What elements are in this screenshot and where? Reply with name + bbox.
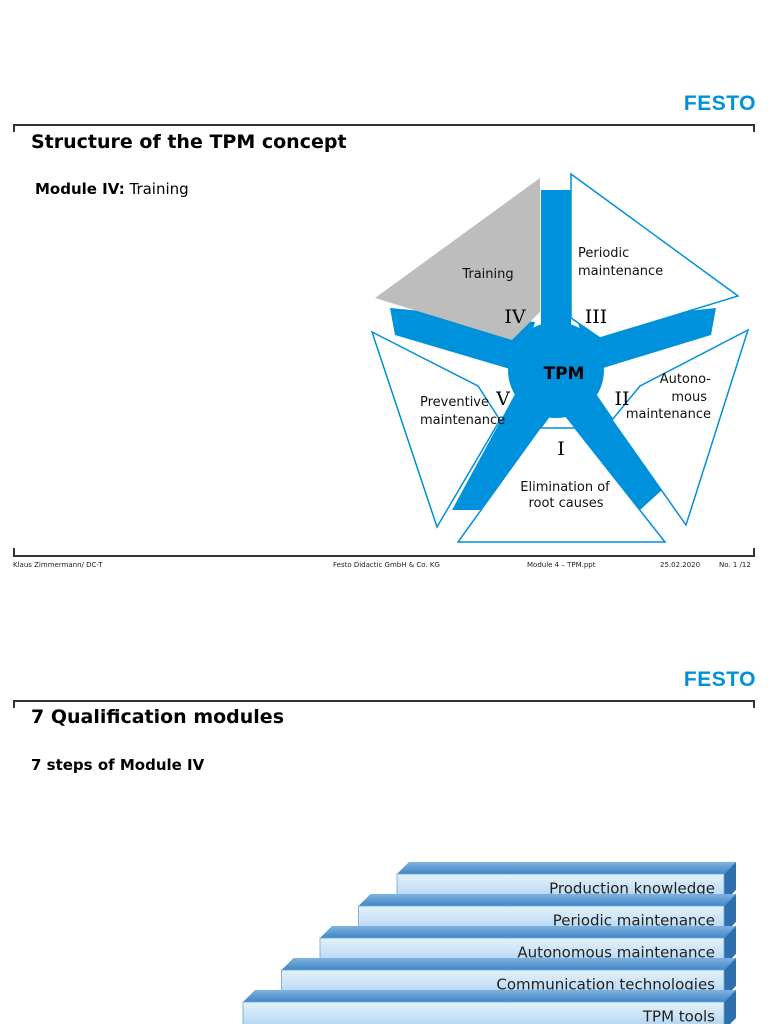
festo-logo: FESTO bbox=[683, 92, 756, 115]
step-bar-side bbox=[724, 926, 736, 966]
header-rule-tick-left bbox=[13, 700, 15, 708]
step-label: TPM tools bbox=[642, 1008, 715, 1024]
label-autonomous-3: maintenance bbox=[626, 407, 711, 422]
module-line: Module IV: Training bbox=[35, 180, 189, 198]
slide-title: Structure of the TPM concept bbox=[31, 131, 347, 153]
label-root-causes-1: Elimination of bbox=[520, 480, 610, 495]
tpm-center-label: TPM bbox=[544, 364, 585, 384]
step-bar-side bbox=[724, 894, 736, 934]
header-rule-tick-left bbox=[13, 124, 15, 132]
header-rule bbox=[13, 700, 755, 702]
step-bar-top bbox=[320, 926, 736, 938]
footer-company: Festo Didactic GmbH & Co. KG bbox=[333, 561, 440, 569]
header-rule-tick-right bbox=[753, 124, 755, 132]
segment-training bbox=[375, 178, 540, 340]
segment-periodic bbox=[570, 172, 740, 339]
numeral-i: I bbox=[557, 438, 565, 460]
label-root-causes-2: root causes bbox=[528, 496, 603, 511]
step-bar: TPM tools bbox=[242, 990, 736, 1024]
slide-structure: FESTO Structure of the TPM concept Modul… bbox=[13, 92, 756, 569]
step-bar-top bbox=[358, 894, 736, 906]
label-periodic-2: maintenance bbox=[578, 264, 663, 279]
footer-author: Klaus Zimmermann/ DC-T bbox=[13, 561, 103, 569]
module-value: Training bbox=[129, 180, 189, 198]
footer-rule-tick-left bbox=[13, 548, 15, 556]
festo-logo: FESTO bbox=[683, 668, 756, 691]
header-rule bbox=[13, 124, 755, 126]
step-bar-side bbox=[724, 862, 736, 902]
label-periodic-1: Periodic bbox=[578, 246, 629, 261]
step-label: Periodic maintenance bbox=[553, 912, 715, 930]
label-preventive-1: Preventive bbox=[420, 395, 489, 410]
module-label: Module IV: bbox=[35, 180, 125, 198]
tpm-diagram: TPM I II III IV V Elimination of root ca… bbox=[370, 172, 750, 543]
numeral-ii: II bbox=[614, 388, 629, 410]
step-label: Production knowledge bbox=[549, 880, 715, 898]
slide-subtitle: 7 steps of Module IV bbox=[31, 756, 205, 774]
segment-autonomous bbox=[611, 328, 750, 527]
footer-date: 25.02.2020 bbox=[660, 561, 701, 569]
numeral-iii: III bbox=[585, 306, 608, 328]
step-bar-top bbox=[397, 862, 736, 874]
segment-root-causes bbox=[456, 427, 667, 543]
header-rule-tick-right bbox=[753, 700, 755, 708]
footer-page: No. 1 /12 bbox=[719, 561, 751, 569]
label-training: Training bbox=[461, 267, 513, 282]
slide-title: 7 Qualification modules bbox=[31, 706, 285, 728]
step-label: Autonomous maintenance bbox=[517, 944, 715, 962]
step-bar-top bbox=[281, 958, 736, 970]
step-bar-face bbox=[242, 1001, 725, 1024]
numeral-v: V bbox=[495, 388, 510, 410]
step-bar-side bbox=[724, 958, 736, 998]
slide-qualification: FESTO 7 Qualification modules 7 steps of… bbox=[0, 608, 768, 1024]
step-label: Communication technologies bbox=[496, 976, 715, 994]
footer-file: Module 4 – TPM.ppt bbox=[527, 561, 596, 569]
step-bar-top bbox=[243, 990, 736, 1002]
numeral-iv: IV bbox=[504, 306, 526, 328]
label-autonomous-1: Autono- bbox=[660, 372, 712, 387]
step-bar-side bbox=[724, 990, 736, 1024]
footer-rule-tick-right bbox=[753, 548, 755, 556]
label-preventive-2: maintenance bbox=[420, 413, 505, 428]
footer-rule bbox=[13, 555, 755, 557]
segment-preventive bbox=[370, 330, 501, 529]
label-autonomous-2: mous bbox=[671, 390, 707, 405]
